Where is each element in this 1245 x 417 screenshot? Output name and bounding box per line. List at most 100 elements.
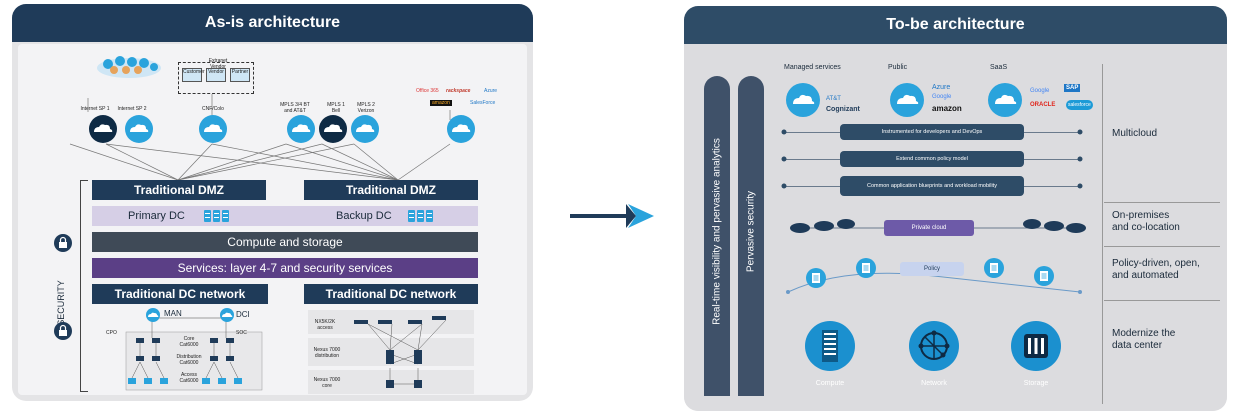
cloud-icon xyxy=(319,115,347,143)
multicloud-label: Multicloud xyxy=(1112,128,1158,139)
dc-network-bar: Traditional DC network xyxy=(92,284,268,304)
services-bar: Services: layer 4-7 and security service… xyxy=(92,258,478,278)
cloud-icon xyxy=(146,308,160,322)
divider xyxy=(1102,64,1103,404)
cloud-label: CNF/Colo xyxy=(202,106,224,112)
server-icon xyxy=(408,210,433,222)
datacenter-network-diagram xyxy=(354,316,447,388)
to-be-panel: To-be architecture Real-time visibility … xyxy=(684,6,1227,411)
policy-driven-label: Policy-driven, open, and automated xyxy=(1112,258,1200,281)
google-logo: Google xyxy=(932,94,952,100)
modernize-label: Modernize the data center xyxy=(1112,328,1176,351)
sap-logo: SAP xyxy=(1064,84,1081,92)
visibility-bar: Real-time visibility and pervasive analy… xyxy=(704,76,730,396)
pervasive-security-label: Pervasive security xyxy=(745,190,757,273)
blueprints-pill: Common application blueprints and worklo… xyxy=(840,176,1024,196)
att-logo: AT&T xyxy=(826,96,841,102)
dci-label: DCI xyxy=(236,310,250,319)
divider xyxy=(1104,202,1220,203)
distribution-label: Distribution Cat6000 xyxy=(176,354,202,366)
azure-logo: Azure xyxy=(484,88,498,94)
on-premises-label: On-premises and co-location xyxy=(1112,210,1180,233)
amazon-logo: amazon xyxy=(430,100,452,106)
private-cloud-pill: Private cloud xyxy=(884,220,974,236)
rackspace-logo: rackspace xyxy=(446,88,471,94)
nexus-access-label: NX5K/2K access xyxy=(314,319,336,331)
extranet-box: Vendor xyxy=(206,68,226,82)
office365-logo: Office 365 xyxy=(416,88,439,94)
managed-services-label: Managed services xyxy=(784,64,841,71)
cloud-label: MPLS 3/4 BT and AT&T xyxy=(280,102,310,114)
compute-label: Compute xyxy=(815,380,845,387)
azure-logo: Azure xyxy=(932,84,951,91)
saas-label: SaaS xyxy=(990,64,1008,71)
cloud-icon xyxy=(890,83,924,117)
dc-network-bar: Traditional DC network xyxy=(304,284,478,304)
visibility-label: Real-time visibility and pervasive analy… xyxy=(711,138,723,325)
cpo-label: CPO xyxy=(106,330,117,336)
backup-dc-label: Backup DC xyxy=(336,210,392,222)
cloud-label: MPLS 2 Verizon xyxy=(357,102,375,114)
nexus-distribution-label: Nexus 7000 distribution xyxy=(313,347,341,359)
as-is-title: As-is architecture xyxy=(12,4,533,42)
cloud-icon xyxy=(89,115,117,143)
compute-storage-bar: Compute and storage xyxy=(92,232,478,252)
as-is-canvas: Extranet Vendor Customer Vendor Partner … xyxy=(18,44,527,395)
cloud-icon xyxy=(220,308,234,322)
extranet-box: Customer xyxy=(182,68,205,82)
to-be-canvas: Real-time visibility and pervasive analy… xyxy=(684,44,1227,411)
cloud-icon xyxy=(447,115,475,143)
wan-connection-lines xyxy=(69,94,451,181)
cloud-icon xyxy=(199,115,227,143)
extranet-box: Partner xyxy=(230,68,250,82)
security-bracket xyxy=(80,180,88,392)
as-is-panel: As-is architecture xyxy=(12,4,533,401)
oracle-logo: ORACLE xyxy=(1030,102,1056,108)
cloud-icon xyxy=(287,115,315,143)
cloud-label: Internet SP 2 xyxy=(117,106,147,112)
transition-arrow-icon xyxy=(570,204,654,228)
salesforce-logo: salesforce xyxy=(1066,100,1093,110)
dmz-bar: Traditional DMZ xyxy=(92,180,266,200)
extranet-label: Extranet Vendor xyxy=(208,58,228,70)
access-label: Access Cat6000 xyxy=(179,372,199,384)
security-bar: Pervasive security xyxy=(738,76,764,396)
connector-dots xyxy=(781,129,1083,189)
network-label: Network xyxy=(921,380,947,387)
divider xyxy=(1104,246,1220,247)
amazon-logo: amazon xyxy=(932,104,962,113)
devops-pill: Instrumented for developers and DevOps xyxy=(840,124,1024,140)
cloud-icon xyxy=(786,83,820,117)
document-icon xyxy=(806,268,826,288)
google-logo: Google xyxy=(1030,88,1050,94)
policy-model-pill: Extend common policy model xyxy=(840,151,1024,167)
cloud-icon xyxy=(125,115,153,143)
core-label: Core Cat6000 xyxy=(179,336,199,348)
lock-icon xyxy=(54,322,72,340)
dmz-bar: Traditional DMZ xyxy=(304,180,478,200)
document-icon xyxy=(856,258,876,278)
to-be-title: To-be architecture xyxy=(684,6,1227,44)
cloud-label: Internet SP 1 xyxy=(80,106,110,112)
compute-icon xyxy=(805,321,855,371)
divider xyxy=(1104,300,1220,301)
server-icon xyxy=(204,210,229,222)
storage-icon xyxy=(1011,321,1061,371)
salesforce-logo: SalesForce xyxy=(470,100,496,106)
soc-label: SOC xyxy=(236,330,247,336)
public-label: Public xyxy=(888,64,908,71)
dc-row: Primary DC Backup DC xyxy=(92,206,478,226)
cloud-icon xyxy=(988,83,1022,117)
campus-network-diagram xyxy=(125,317,263,391)
nexus-core-label: Nexus 7000 core xyxy=(313,377,341,389)
network-icon xyxy=(909,321,959,371)
users-icon xyxy=(97,56,161,78)
document-icon xyxy=(984,258,1004,278)
cloud-label: MPLS 1 Bell xyxy=(327,102,345,114)
policy-pill: Policy xyxy=(900,262,964,276)
document-icon xyxy=(1034,266,1054,286)
cognizant-logo: Cognizant xyxy=(826,106,860,113)
primary-dc-label: Primary DC xyxy=(128,210,185,222)
cloud-icon xyxy=(351,115,379,143)
extranet-group xyxy=(178,62,254,94)
